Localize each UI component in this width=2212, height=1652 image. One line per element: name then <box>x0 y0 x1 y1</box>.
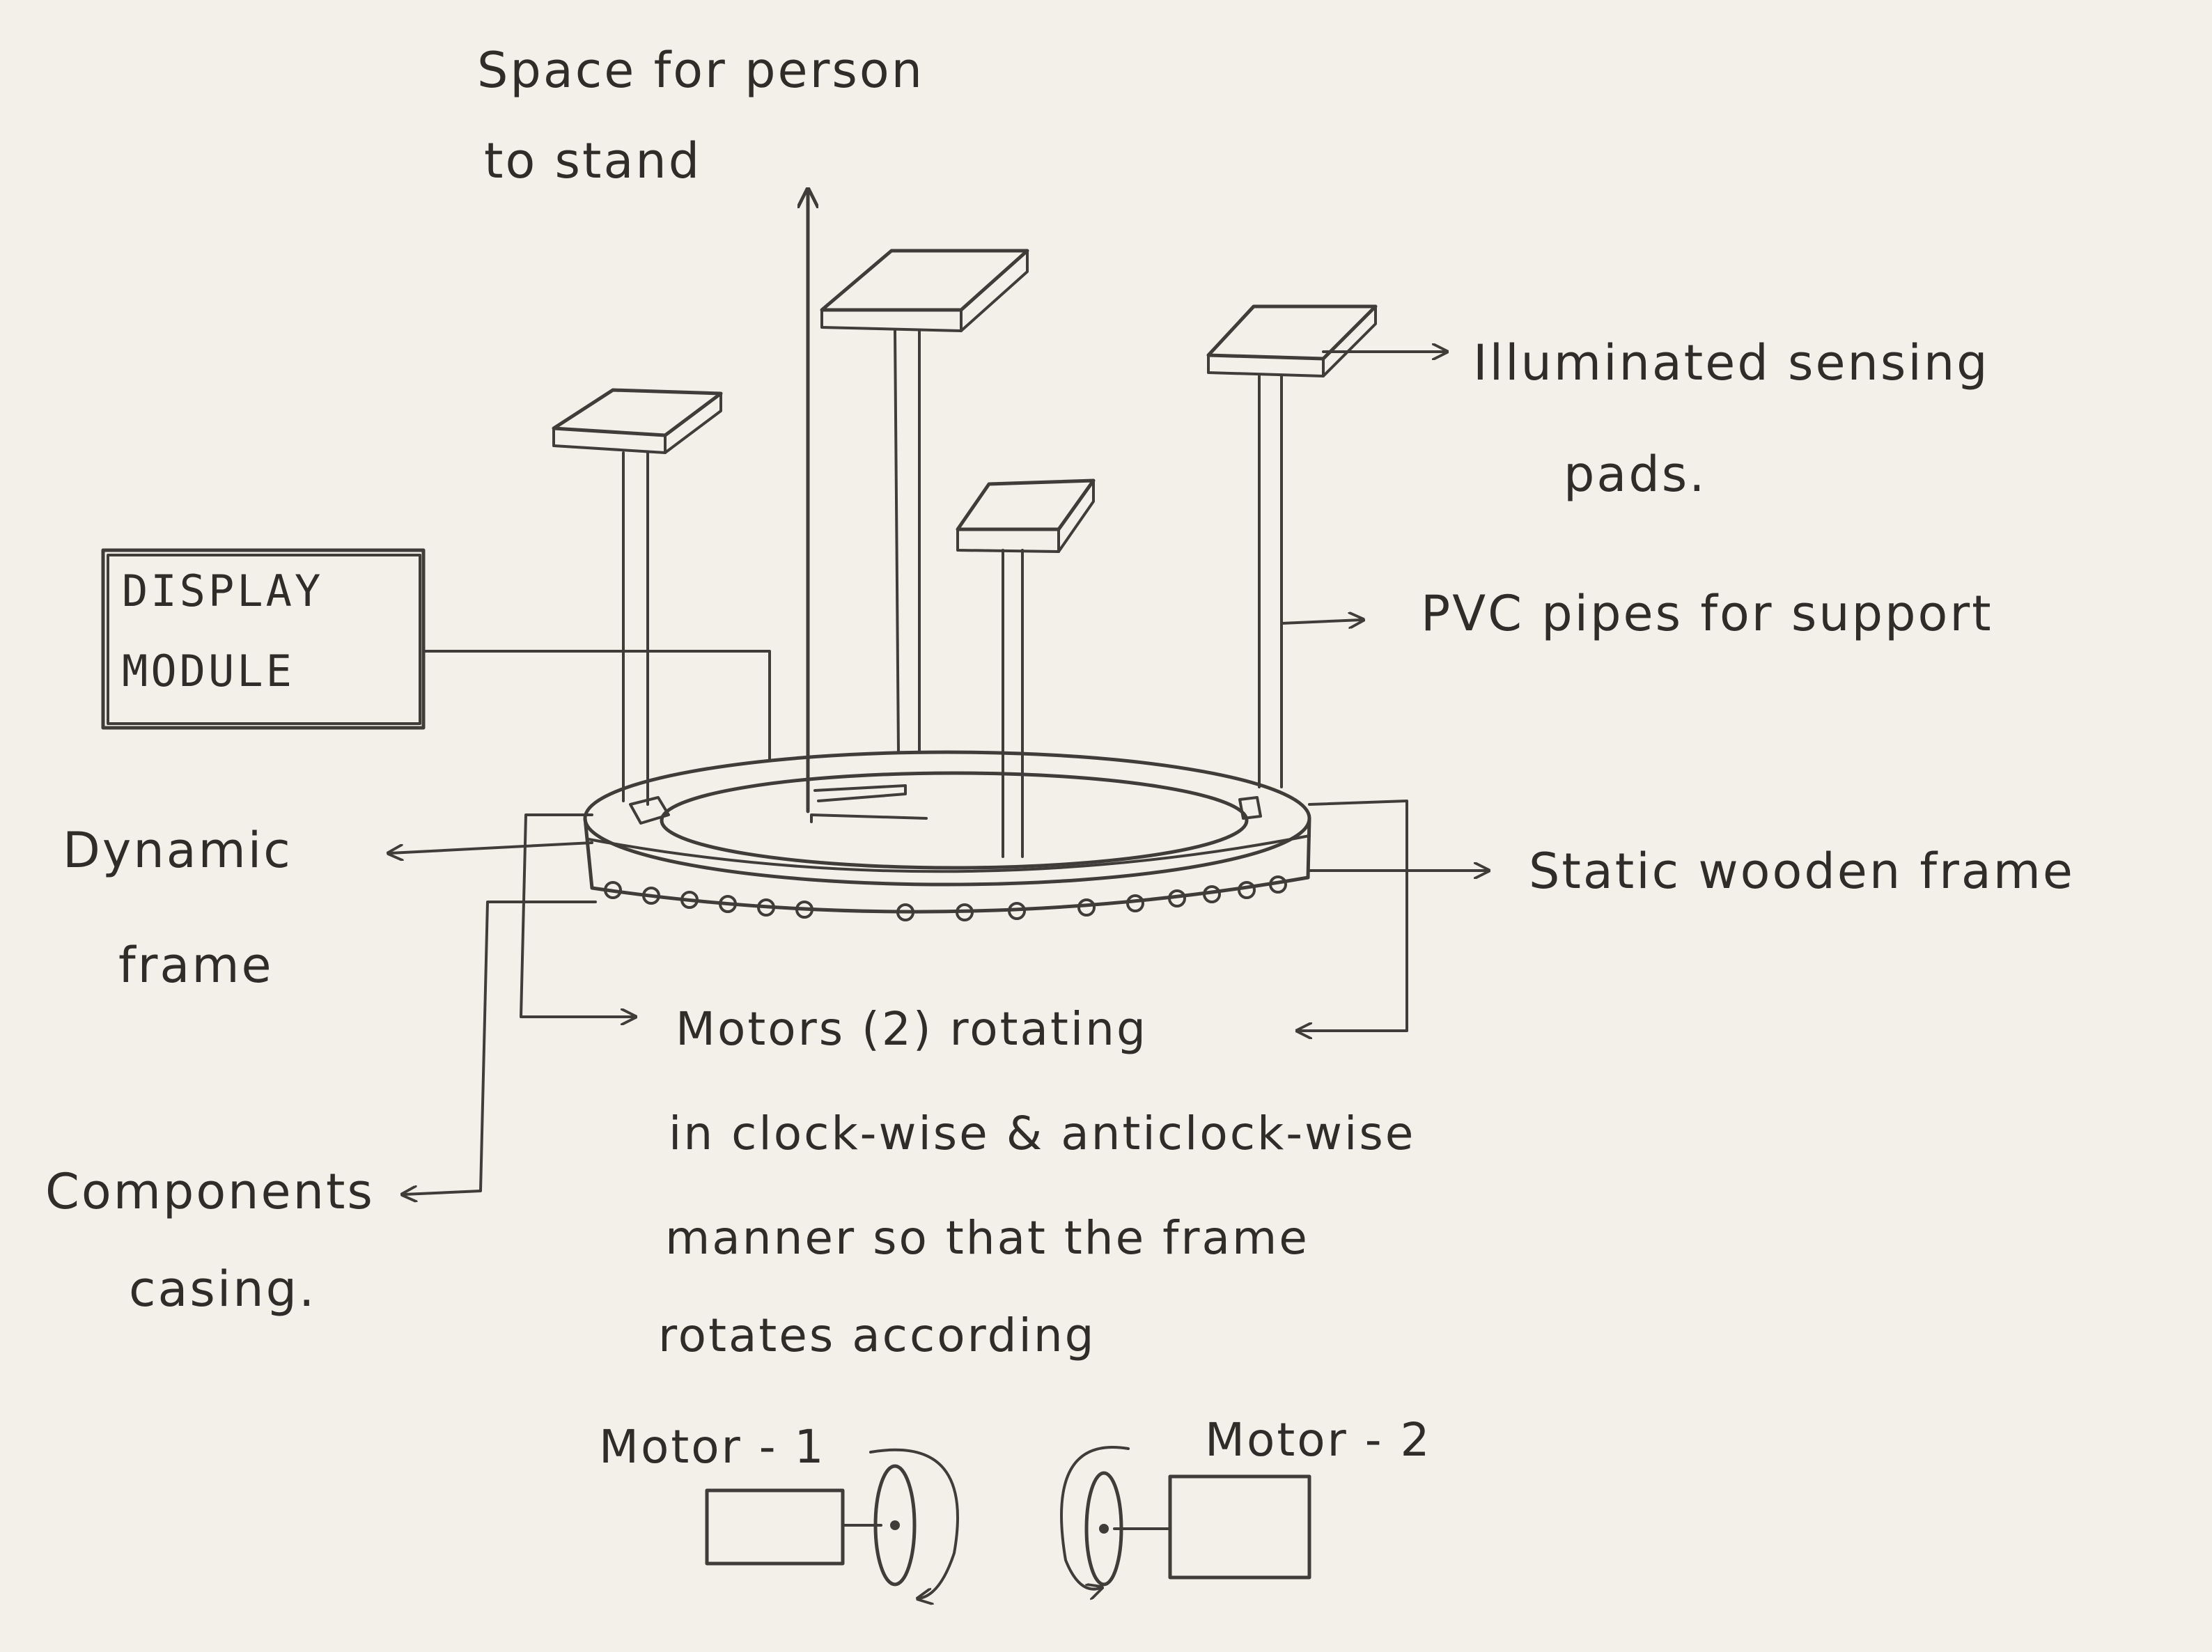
pipe-right <box>1259 376 1282 787</box>
label-dynamic-line1: Dynamic <box>63 822 293 879</box>
pad-left <box>554 390 721 453</box>
pipe-left <box>623 453 648 804</box>
dynamic-arrow <box>390 843 592 853</box>
components-arrow <box>404 902 595 1194</box>
static-wooden-frame <box>585 752 1309 912</box>
label-space-line2: to stand <box>484 132 701 189</box>
label-motors-line1: Motors (2) rotating <box>676 1002 1148 1056</box>
pvc-arrow <box>1282 620 1362 623</box>
label-motors-line4: rotates according <box>658 1309 1096 1362</box>
label-space-line1: Space for person <box>477 42 924 99</box>
pad-right <box>1208 306 1376 376</box>
pipe-center <box>895 331 919 752</box>
pipe-front <box>1003 550 1022 857</box>
label-illuminated-line1: Illuminated sensing <box>1473 334 1990 391</box>
display-connector <box>423 651 770 759</box>
label-motors-line3: manner so that the frame <box>665 1211 1309 1265</box>
label-motor-2: Motor - 2 <box>1205 1413 1431 1467</box>
label-display-line1: DISPLAY <box>122 566 323 616</box>
label-static: Static wooden frame <box>1529 843 2075 900</box>
pad-front <box>958 481 1093 552</box>
label-pvc: PVC pipes for support <box>1421 585 1993 642</box>
label-components-line1: Components <box>45 1163 375 1220</box>
label-illuminated-line2: pads. <box>1564 446 1706 503</box>
label-components-line2: casing. <box>129 1261 316 1318</box>
motors-right-arrow <box>1299 801 1407 1031</box>
label-motor-1: Motor - 1 <box>599 1420 825 1474</box>
label-dynamic-line2: frame <box>118 937 274 994</box>
label-display-line2: MODULE <box>122 646 295 696</box>
label-motors-line2: in clock-wise & anticlock-wise <box>669 1107 1415 1160</box>
motor-2 <box>1061 1447 1309 1589</box>
pad-center <box>822 251 1027 331</box>
